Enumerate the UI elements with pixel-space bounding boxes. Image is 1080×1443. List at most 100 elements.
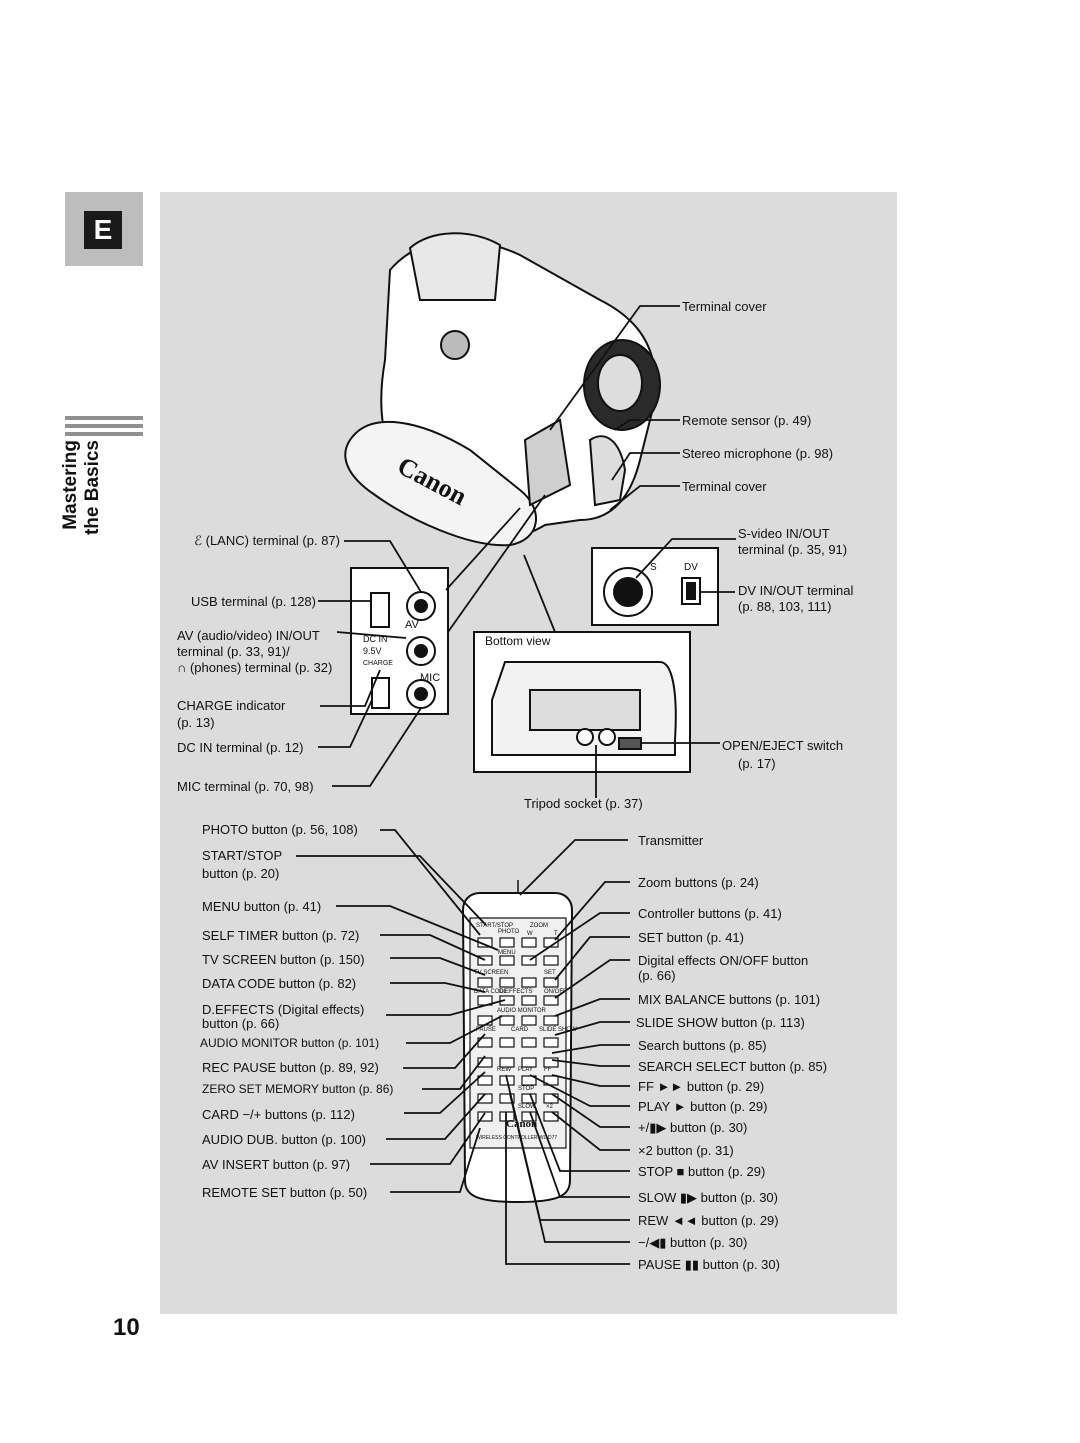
tv-screen-label: TV SCREEN button (p. 150)	[202, 952, 365, 967]
x2-button-label: ×2 button (p. 31)	[638, 1143, 734, 1158]
slow-button-label: SLOW ▮▶ button (p. 30)	[638, 1190, 778, 1205]
terminal-cover-label: Terminal cover	[682, 479, 767, 494]
usb-port	[370, 592, 390, 628]
pause-button-label: PAUSE ▮▮ button (p. 30)	[638, 1257, 780, 1272]
deffects-onoff-label: Digital effects ON/OFF button	[638, 953, 809, 968]
rb-card: CARD	[511, 1027, 529, 1033]
remote-button-7-2	[521, 1075, 537, 1086]
rb-set: SET	[544, 970, 556, 976]
set-button-label: SET button (p. 41)	[638, 930, 744, 945]
search-buttons-label: Search buttons (p. 85)	[638, 1038, 767, 1053]
charge-indicator-page-label: (p. 13)	[177, 715, 215, 730]
remote-button-9-1	[499, 1111, 515, 1122]
camera-callout-lines	[318, 305, 736, 798]
lanc-icon: ℰ	[194, 533, 206, 548]
rb-slow: SLOW	[518, 1104, 536, 1110]
rb-audiomonitor: AUDIO MONITOR	[497, 1008, 547, 1014]
rb-pause: PAUSE	[476, 1027, 496, 1033]
play-button-label: PLAY ► button (p. 29)	[638, 1099, 768, 1114]
rb-startstop: START/STOP	[476, 923, 513, 929]
data-code-label: DATA CODE button (p. 82)	[202, 976, 357, 991]
stop-button-label: STOP ■ button (p. 29)	[638, 1164, 766, 1179]
remote-button-6-3	[543, 1057, 559, 1068]
rb-t: T	[554, 931, 558, 937]
mark-dcin: DC IN	[363, 634, 388, 644]
dv-inout-pages-label: (p. 88, 103, 111)	[738, 599, 832, 614]
deffects-page-label: button (p. 66)	[202, 1016, 280, 1031]
av-inout-label: AV (audio/video) IN/OUT	[177, 628, 320, 643]
frame-reverse-label: −/◀▮ button (p. 30)	[638, 1235, 748, 1250]
remote-button-4-1	[499, 1015, 515, 1026]
rb-deffects: D.EFFECTS	[499, 989, 532, 995]
mark-mic: MIC	[420, 672, 440, 684]
remote-button-2-1	[499, 977, 515, 988]
jack-panel-marks: DC IN 9.5V CHARGE AV MIC	[363, 619, 440, 684]
section-tab: E	[65, 192, 143, 266]
remote-button-8-3	[543, 1093, 559, 1104]
remote-button-8-2	[521, 1093, 537, 1104]
phones-text: (phones) terminal (p. 32)	[189, 660, 333, 675]
remote-button-0-1	[499, 937, 515, 948]
rb-play: PLAY	[518, 1067, 533, 1073]
dv-inout-label: DV IN/OUT terminal	[738, 583, 854, 598]
open-eject-switch	[618, 737, 642, 750]
transmitter-label: Transmitter	[638, 833, 704, 848]
self-timer-label: SELF TIMER button (p. 72)	[202, 928, 360, 943]
svideo-label: S-video IN/OUT	[738, 526, 830, 541]
remote-button-3-2	[521, 995, 537, 1006]
remote-button-6-0	[477, 1057, 493, 1068]
remote-button-0-2	[521, 937, 537, 948]
dc-in-port	[371, 677, 390, 709]
camcorder-drawing: Canon	[344, 232, 661, 547]
remote-sensor-label: Remote sensor (p. 49)	[682, 413, 812, 428]
startstop-page-label: button (p. 20)	[202, 866, 280, 881]
slide-show-label: SLIDE SHOW button (p. 113)	[636, 1015, 805, 1030]
rew-button-label: REW ◄◄ button (p. 29)	[638, 1213, 779, 1228]
rb-x2: ×2	[546, 1104, 554, 1110]
lanc-text: (LANC) terminal (p. 87)	[205, 533, 340, 548]
av-terminal-pages-label: terminal (p. 33, 91)/	[177, 644, 290, 659]
rb-slideshow: SLIDE SHOW	[539, 1027, 577, 1033]
remote-button-5-2	[521, 1037, 537, 1048]
mix-balance-label: MIX BALANCE buttons (p. 101)	[638, 992, 821, 1007]
section-letter: E	[84, 211, 122, 249]
rb-stop: STOP	[518, 1086, 534, 1092]
audio-monitor-label: AUDIO MONITOR button (p. 101)	[200, 1036, 380, 1050]
remote-button-9-2	[521, 1111, 537, 1122]
lanc-terminal-label: ℰ (LANC) terminal (p. 87)	[150, 533, 340, 548]
search-select-label: SEARCH SELECT button (p. 85)	[638, 1059, 828, 1074]
controller-buttons-label: Controller buttons (p. 41)	[638, 906, 782, 921]
remote-button-0-3	[543, 937, 559, 948]
remote-button-6-2	[521, 1057, 537, 1068]
rb-rew: REW	[497, 1067, 511, 1073]
tripod-socket-label: Tripod socket (p. 37)	[524, 796, 643, 811]
rb-model: WIRELESS CONTROLLER WL-D77	[476, 1135, 557, 1141]
mark-95v: 9.5V	[363, 646, 382, 656]
remote-button-1-0	[477, 955, 493, 966]
remote-button-8-1	[499, 1093, 515, 1104]
remote-button-3-3	[543, 995, 559, 1006]
jack-panel	[350, 567, 449, 715]
rb-photo: PHOTO	[498, 929, 520, 935]
usb-terminal-label: USB terminal (p. 128)	[191, 594, 316, 609]
rb-onoff: ON/OFF	[544, 989, 567, 995]
remote-button-grid	[477, 937, 559, 1122]
remote-button-9-3	[543, 1111, 559, 1122]
remote-button-4-3	[543, 1015, 559, 1026]
rec-pause-label: REC PAUSE button (p. 89, 92)	[202, 1060, 379, 1075]
terminal-cover-top-label: Terminal cover	[682, 299, 767, 314]
remote-button-4-0	[477, 1015, 493, 1026]
remote-button-1-2	[521, 955, 537, 966]
bottom-view-panel	[473, 631, 691, 773]
ff-button-label: FF ►► button (p. 29)	[638, 1079, 765, 1094]
rb-canon-logo: Canon	[506, 1118, 537, 1130]
card-buttons-label: CARD −/+ buttons (p. 112)	[202, 1107, 355, 1122]
open-eject-page-label: (p. 17)	[738, 756, 776, 771]
zero-set-label: ZERO SET MEMORY button (p. 86)	[202, 1082, 394, 1096]
rb-tvscreen: TV SCREEN	[474, 970, 508, 976]
zoom-buttons-label: Zoom buttons (p. 24)	[638, 875, 759, 890]
remote-button-4-2	[521, 1015, 537, 1026]
stereo-microphone-label: Stereo microphone (p. 98)	[682, 446, 834, 461]
side-bars	[65, 416, 143, 440]
